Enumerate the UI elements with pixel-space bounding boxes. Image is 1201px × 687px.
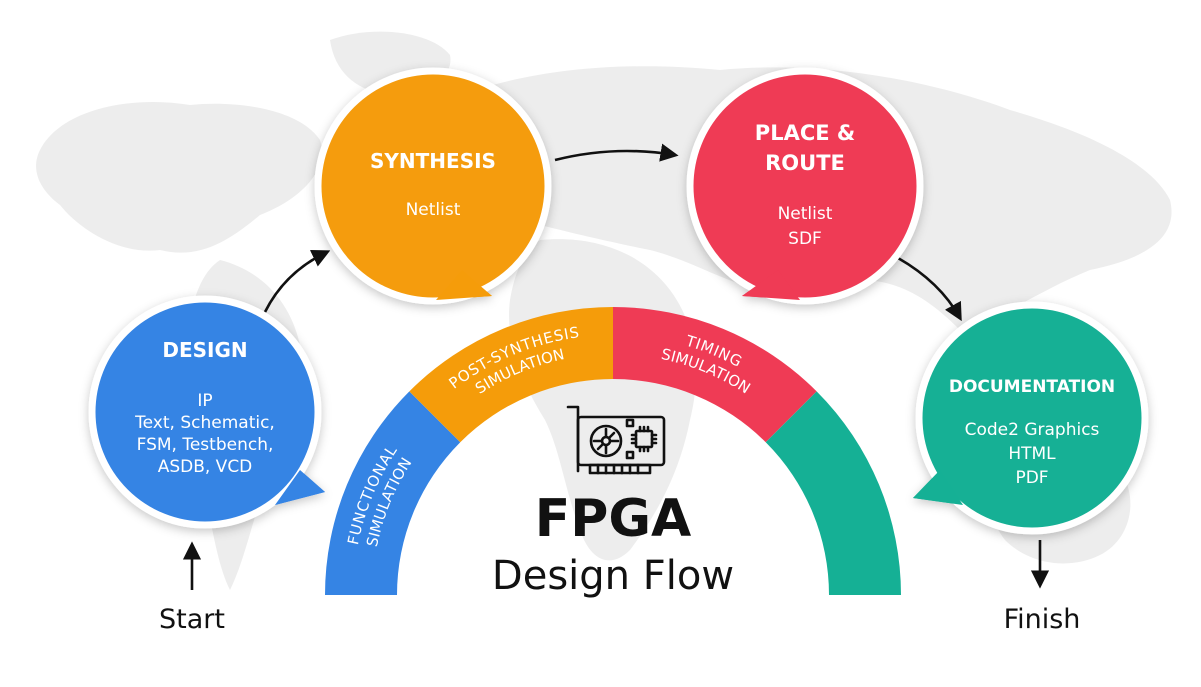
stage-detail-documentation: HTML: [1008, 444, 1056, 464]
stage-detail-design: ASDB, VCD: [158, 457, 253, 477]
stage-bubble-documentation: [915, 301, 1149, 535]
stage-title-design: DESIGN: [162, 338, 247, 362]
stage-detail-design: Text, Schematic,: [134, 413, 275, 433]
arc-segment-0: [325, 391, 461, 595]
flow-arrows: [182, 143, 1050, 590]
arc-segment-2: [613, 307, 817, 443]
stage-detail-design: FSM, Testbench,: [137, 435, 274, 455]
finish-label: Finish: [1004, 604, 1081, 635]
stage-detail-place-route: SDF: [788, 229, 822, 249]
stage-synthesis: SYNTHESIS Netlist: [314, 67, 552, 305]
stage-bubble-place-route: [686, 67, 924, 305]
stage-bubble-synthesis: [314, 67, 552, 305]
arrow-place-route-to-documentation: [897, 256, 962, 322]
center-subtitle: Design Flow: [492, 553, 734, 599]
start-label: Start: [159, 604, 225, 635]
arc-segment-3: [765, 391, 901, 595]
center-title: FPGA: [535, 489, 692, 549]
stage-title-place-route: ROUTE: [765, 151, 845, 175]
stage-title-documentation: DOCUMENTATION: [949, 377, 1115, 397]
arrow-synthesis-to-place-route: [554, 143, 679, 162]
speech-bubble-tail-fill: [742, 270, 800, 300]
stage-detail-documentation: Code2 Graphics: [965, 420, 1100, 440]
stage-detail-place-route: Netlist: [778, 204, 833, 224]
stage-title-synthesis: SYNTHESIS: [370, 149, 496, 173]
arc-segment-1: [409, 307, 613, 443]
stage-detail-synthesis: Netlist: [406, 200, 461, 220]
speech-bubble-tail-fill: [275, 470, 325, 505]
stage-detail-design: IP: [197, 391, 212, 411]
graphics-card-icon: [566, 405, 666, 475]
simulation-arc: [325, 307, 901, 595]
speech-bubble-tail-fill: [436, 270, 492, 300]
speech-bubble-tail-fill: [913, 470, 963, 505]
stage-detail-documentation: PDF: [1015, 468, 1048, 488]
arrow-design-to-synthesis: [263, 250, 331, 313]
stage-title-place-route: PLACE &: [755, 121, 855, 145]
stage-bubble-design: [88, 295, 322, 529]
